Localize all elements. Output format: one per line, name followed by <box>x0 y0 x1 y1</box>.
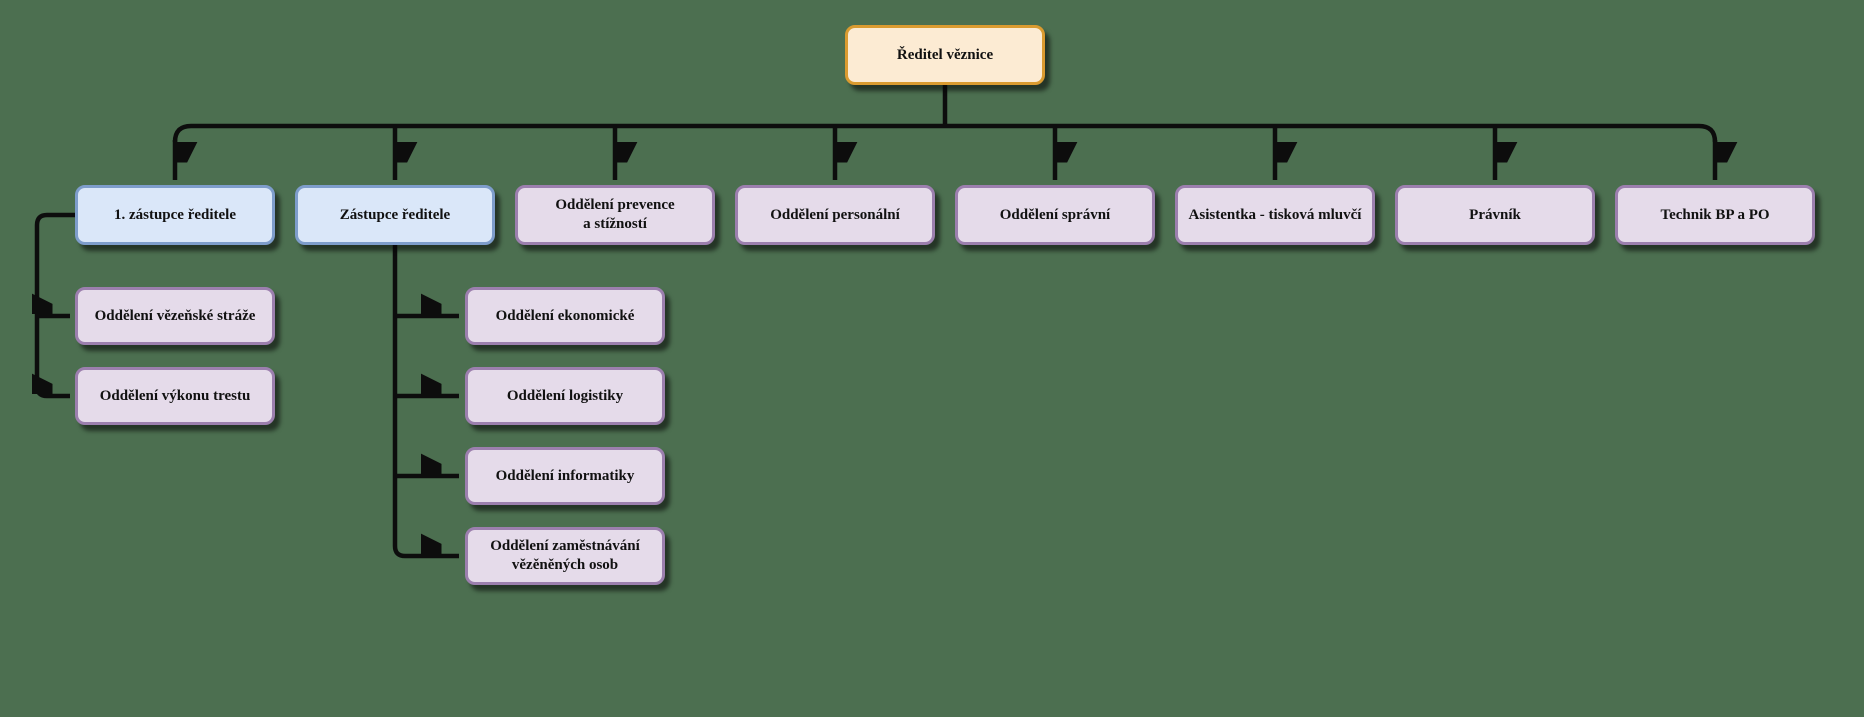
node-administrative-dept-label: Oddělení správní <box>999 206 1111 223</box>
node-personnel-dept: Oddělení personální <box>735 185 935 245</box>
node-safety-technician-label: Technik BP a PO <box>1660 206 1770 223</box>
node-it-dept: Oddělení informatiky <box>465 447 665 505</box>
node-director: Ředitel věznice <box>845 25 1045 85</box>
node-first-deputy-label: 1. zástupce ředitele <box>113 206 237 223</box>
node-prison-guard-dept: Oddělení vězeňské stráže <box>75 287 275 345</box>
deputy-spine <box>392 245 459 559</box>
node-sentence-enforcement-dept-label: Oddělení výkonu trestu <box>99 387 251 404</box>
node-first-deputy: 1. zástupce ředitele <box>75 185 275 245</box>
node-director-label: Ředitel věznice <box>896 46 994 63</box>
node-sentence-enforcement-dept: Oddělení výkonu trestu <box>75 367 275 425</box>
node-prevention-dept-label: Oddělení prevence a stížností <box>555 197 675 232</box>
node-logistics-dept-label: Oddělení logistiky <box>506 387 624 404</box>
node-it-dept-label: Oddělení informatiky <box>495 467 635 484</box>
node-lawyer: Právník <box>1395 185 1595 245</box>
node-administrative-dept: Oddělení správní <box>955 185 1155 245</box>
node-assistant-spokesperson: Asistentka - tisková mluvčí <box>1175 185 1375 245</box>
node-personnel-dept-label: Oddělení personální <box>770 206 900 223</box>
node-employment-dept-label: Oddělení zaměstnávání vězěněných osob <box>490 538 640 573</box>
node-economic-dept-label: Oddělení ekonomické <box>495 307 635 324</box>
node-employment-dept: Oddělení zaměstnávání vězěněných osob <box>465 527 665 585</box>
first-deputy-spine <box>37 212 75 399</box>
node-economic-dept: Oddělení ekonomické <box>465 287 665 345</box>
node-lawyer-label: Právník <box>1469 206 1521 223</box>
trunk-connector <box>172 123 1718 143</box>
node-safety-technician: Technik BP a PO <box>1615 185 1815 245</box>
node-prevention-dept: Oddělení prevence a stížností <box>515 185 715 245</box>
node-assistant-spokesperson-label: Asistentka - tisková mluvčí <box>1188 206 1362 223</box>
node-logistics-dept: Oddělení logistiky <box>465 367 665 425</box>
node-prison-guard-dept-label: Oddělení vězeňské stráže <box>94 307 256 324</box>
node-deputy: Zástupce ředitele <box>295 185 495 245</box>
node-deputy-label: Zástupce ředitele <box>339 206 451 223</box>
